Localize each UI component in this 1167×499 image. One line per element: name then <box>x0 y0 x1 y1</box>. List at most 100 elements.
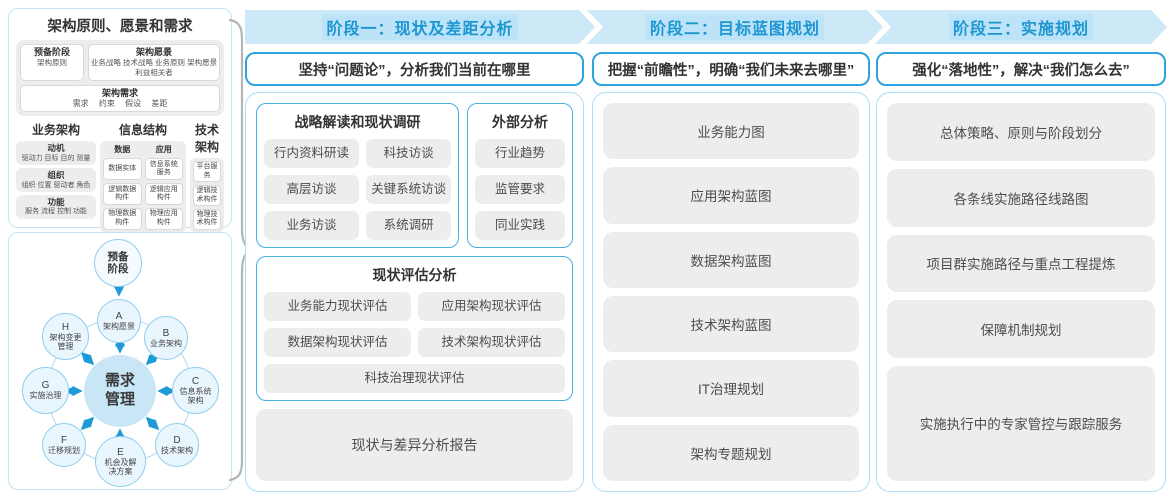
item-key-system-interview: 关键系统访谈 <box>366 175 452 204</box>
phase1-subtitle: 坚持“问题论”，分析我们当前在哪里 <box>245 52 584 86</box>
prep-phase-box: 预备阶段 架构原则 <box>20 44 84 81</box>
adm-cycle-panel: 预备阶段 A 架构愿景 B 业务架构 C 信息系统架构 D 技术架构 E 机会及… <box>8 232 232 490</box>
architecture-framework-panel: 架构原则、愿景和需求 预备阶段 架构原则 架构愿景 业务战略 技术战略 业务原则… <box>8 8 232 282</box>
info-system-service-box: 信息系统服务 <box>144 158 183 181</box>
node-b-id: B <box>162 327 170 339</box>
data-subcolumn: 数据 数据实体 逻辑数据构件 物理数据构件 <box>103 144 142 230</box>
node-d-technical-architecture: D 技术架构 <box>155 423 199 467</box>
phase2-subtitle: 把握“前瞻性”，明确“我们未来去哪里” <box>592 52 870 86</box>
node-e-label: 机会及解决方案 <box>104 457 137 476</box>
gap-analysis-report-box: 现状与差异分析报告 <box>256 409 573 481</box>
tech-subcolumn: 平台服务 逻辑技术构件 物理技术构件 <box>193 161 221 230</box>
arrow-northwest <box>80 351 95 366</box>
application-subcolumn: 应用 信息系统服务 逻辑应用构件 物理应用构件 <box>144 144 183 230</box>
arrow-southeast <box>145 416 160 431</box>
item-app-architecture-assessment: 应用架构现状评估 <box>418 292 565 321</box>
phase3-subtitle: 强化“落地性”，解决“我们怎么去” <box>876 52 1166 86</box>
item-overall-strategy-phasing: 总体策略、原则与阶段划分 <box>887 103 1155 161</box>
item-expert-control-tracking-service: 实施执行中的专家管控与跟踪服务 <box>887 366 1155 481</box>
architecture-requirements-box: 架构需求 需求 约束 假设 差距 <box>20 84 220 113</box>
logical-app-box: 逻辑应用构件 <box>144 183 183 205</box>
organization-title: 组织 <box>47 170 65 181</box>
item-app-architecture-blueprint: 应用架构蓝图 <box>603 167 859 224</box>
item-it-governance-planning: IT治理规划 <box>603 360 859 417</box>
technical-architecture-column: 技术架构 平台服务 逻辑技术构件 物理技术构件 <box>190 121 224 233</box>
phase2-band: 阶段二：目标蓝图规划 <box>587 10 883 44</box>
external-analysis-title: 外部分析 <box>492 114 549 130</box>
architecture-vision-box: 架构愿景 业务战略 技术战略 业务原则 架构愿景 利益相关者 <box>88 44 220 81</box>
item-internal-material: 行内资料研读 <box>264 139 360 168</box>
item-system-research: 系统调研 <box>366 211 452 240</box>
node-h-label: 架构变更管理 <box>49 332 82 351</box>
phase1-band-title: 阶段一：现状及差距分析 <box>322 14 517 40</box>
motivation-sub: 驱动力 目标 目的 测量 <box>21 155 91 163</box>
item-business-interview: 业务访谈 <box>264 211 360 240</box>
platform-service-box: 平台服务 <box>193 161 221 183</box>
node-d-label: 技术架构 <box>161 445 193 455</box>
node-prep-phase: 预备阶段 <box>94 239 142 287</box>
arrow-southwest <box>80 416 95 431</box>
strategy-research-title: 战略解读和现状调研 <box>294 114 421 130</box>
item-data-architecture-blueprint: 数据架构蓝图 <box>603 231 859 288</box>
technical-architecture-title: 技术架构 <box>194 123 219 155</box>
architecture-vision-sub: 业务战略 技术战略 业务原则 架构愿景 利益相关者 <box>90 58 218 77</box>
item-industry-trend: 行业趋势 <box>475 139 565 168</box>
item-architecture-special-planning: 架构专题规划 <box>603 424 859 481</box>
node-f-migration-planning: F 迁移规划 <box>42 423 86 467</box>
architecture-requirements-sub: 需求 约束 假设 差距 <box>72 99 168 108</box>
phases-area: 阶段一：现状及差距分析 阶段二：目标蓝图规划 阶段三：实施规划 坚持“问题论”，… <box>245 10 1167 492</box>
item-it-governance-assessment: 科技治理现状评估 <box>264 364 565 393</box>
architecture-domains-section: 业务架构 动机 驱动力 目标 目的 测量 组织 组织 位置 驱动者 角色 功能 … <box>16 121 224 233</box>
application-header: 应用 <box>155 145 172 155</box>
architecture-vision-title: 架构愿景 <box>135 47 172 57</box>
node-prep-label: 预备阶段 <box>107 250 129 275</box>
item-business-capability-assessment: 业务能力现状评估 <box>264 292 411 321</box>
phase3-band-title: 阶段三：实施规划 <box>949 14 1093 40</box>
node-c-label: 信息系统架构 <box>179 386 212 405</box>
item-tech-architecture-blueprint: 技术架构蓝图 <box>603 295 859 353</box>
node-c-information-system-architecture: C 信息系统架构 <box>172 367 219 414</box>
external-analysis-group: 外部分析 行业趋势 监管要求 同业实践 <box>467 103 573 248</box>
logical-tech-box: 逻辑技术构件 <box>193 185 221 206</box>
node-e-id: E <box>117 446 124 458</box>
business-architecture-title: 业务架构 <box>31 123 80 138</box>
physical-tech-box: 物理技术构件 <box>193 208 221 230</box>
node-e-opportunities-solutions: E 机会及解决方案 <box>95 436 146 487</box>
motivation-title: 动机 <box>47 143 65 154</box>
phase3-content: 总体策略、原则与阶段划分 各条线实施路径线路图 项目群实施路径与重点工程提炼 保… <box>876 92 1166 492</box>
phase2-band-title: 阶段二：目标蓝图规划 <box>646 14 824 40</box>
phase3-band: 阶段三：实施规划 <box>875 10 1167 44</box>
node-g-label: 实施治理 <box>29 391 62 401</box>
node-h-architecture-change-management: H 架构变更管理 <box>42 313 89 360</box>
motivation-box: 动机 驱动力 目标 目的 测量 <box>16 141 96 166</box>
function-title: 功能 <box>47 196 65 207</box>
node-h-id: H <box>61 321 70 333</box>
function-box: 功能 服务 流程 控制 功能 <box>16 194 96 219</box>
node-d-id: D <box>173 434 181 446</box>
item-line-implementation-roadmap: 各条线实施路径线路图 <box>887 168 1155 227</box>
function-sub: 服务 流程 控制 功能 <box>25 208 87 216</box>
organization-box: 组织 组织 位置 驱动者 角色 <box>16 168 96 192</box>
information-structure-column: 信息结构 数据 数据实体 逻辑数据构件 物理数据构件 应用 信息系统服务 逻辑应… <box>100 121 186 233</box>
logical-data-box: 逻辑数据构件 <box>103 183 142 205</box>
current-assessment-group: 现状评估分析 业务能力现状评估 应用架构现状评估 数据架构现状评估 技术架构现状… <box>256 256 573 401</box>
phase1-band: 阶段一：现状及差距分析 <box>245 10 595 44</box>
vision-requirements-section: 预备阶段 架构原则 架构愿景 业务战略 技术战略 业务原则 架构愿景 利益相关者… <box>16 40 224 117</box>
node-a-id: A <box>115 310 123 322</box>
item-tech-interview: 科技访谈 <box>366 139 452 168</box>
physical-app-box: 物理应用构件 <box>144 207 183 230</box>
item-executive-interview: 高层访谈 <box>264 175 360 204</box>
node-b-business-architecture: B 业务架构 <box>144 316 188 360</box>
node-b-label: 业务架构 <box>150 338 182 348</box>
data-entity-box: 数据实体 <box>103 158 142 181</box>
item-peer-practice: 同业实践 <box>475 211 565 240</box>
prep-phase-sub: 架构原则 <box>37 58 67 68</box>
node-f-label: 迁移规划 <box>48 445 80 455</box>
prep-phase-title: 预备阶段 <box>33 47 70 57</box>
node-f-id: F <box>60 434 68 446</box>
business-architecture-column: 业务架构 动机 驱动力 目标 目的 测量 组织 组织 位置 驱动者 角色 功能 … <box>16 121 96 232</box>
architecture-requirements-title: 架构需求 <box>101 87 138 98</box>
item-data-architecture-assessment: 数据架构现状评估 <box>264 328 411 357</box>
node-g-implementation-governance: G 实施治理 <box>22 367 69 414</box>
